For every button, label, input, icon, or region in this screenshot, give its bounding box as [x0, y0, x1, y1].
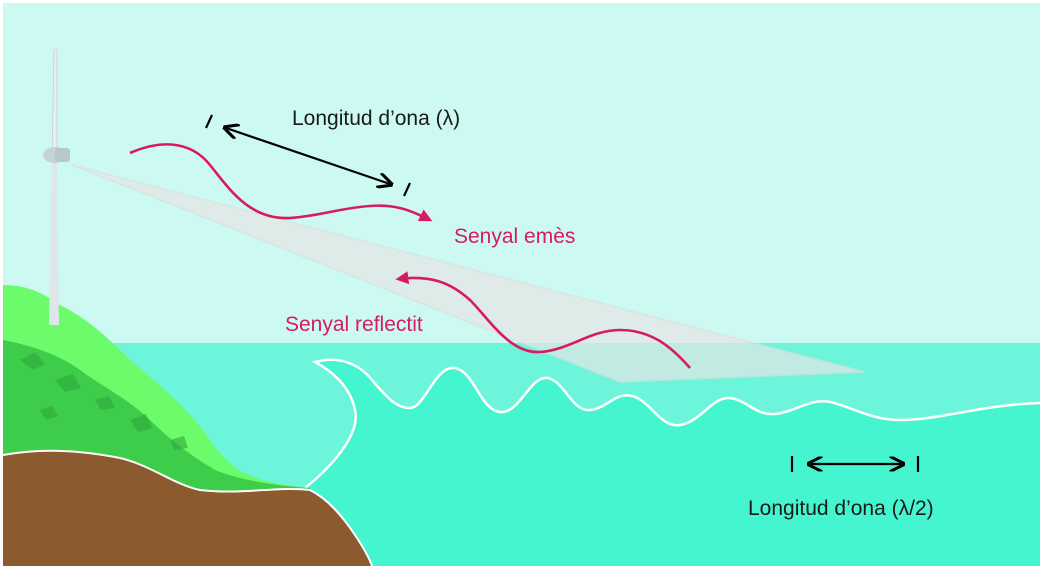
wave-crest-line [304, 358, 1041, 489]
radar-beam [71, 164, 866, 383]
wavelength-arrow-bottom [790, 456, 920, 472]
wavelength-label-bottom: Longitud d’ona (λ/2) [748, 497, 934, 520]
wind-turbine-icon [43, 49, 70, 325]
hill-dark-patches [20, 352, 188, 450]
emitted-signal-label: Senyal emès [454, 225, 575, 248]
ground-soil [3, 450, 372, 566]
reflected-signal-wave [395, 271, 691, 369]
ground-edge-line [2, 449, 373, 567]
emitted-signal-wave [129, 143, 433, 222]
reflected-signal-label: Senyal reflectit [285, 313, 423, 336]
wavelength-label-top: Longitud d’ona (λ) [292, 107, 460, 130]
wavelength-arrow-top [205, 114, 411, 197]
